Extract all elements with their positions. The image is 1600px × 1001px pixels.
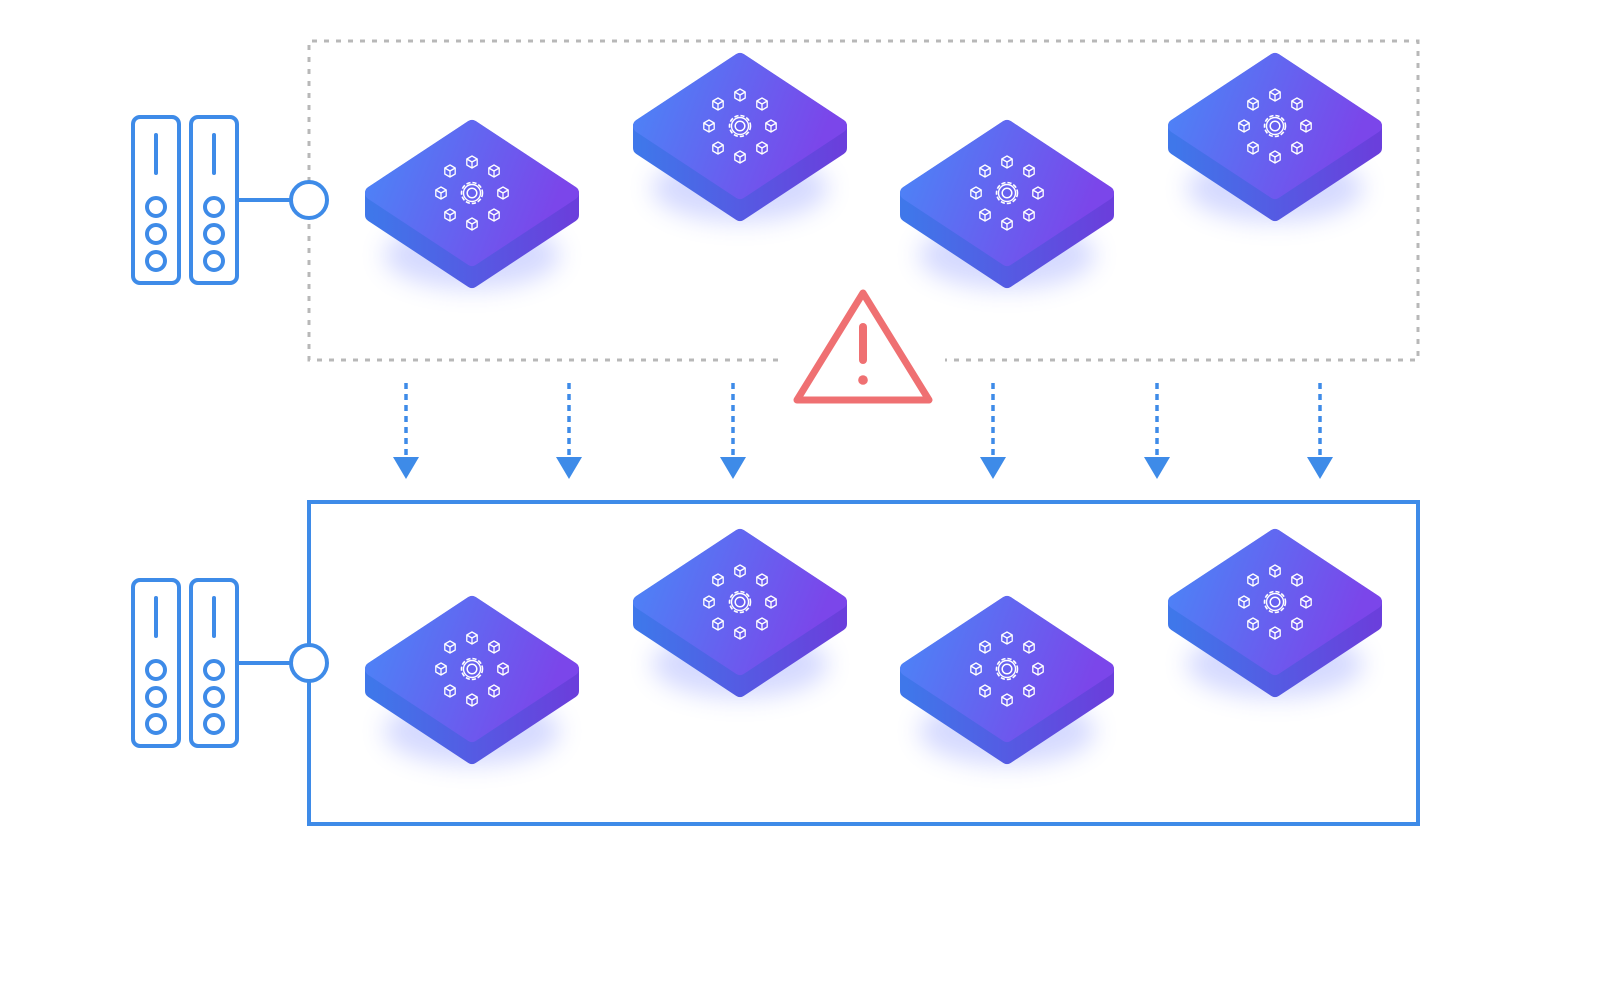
compute-node-icon: [1175, 536, 1375, 698]
degraded-cluster-frame: [307, 39, 1420, 362]
compute-node-icon: [640, 536, 840, 698]
compute-node-icon: [907, 127, 1107, 289]
arrow-down-icon: [978, 381, 1008, 481]
server-rack-icon: [131, 578, 329, 748]
arrow-down-icon: [554, 381, 584, 481]
compute-node-icon: [372, 127, 572, 289]
compute-node-icon: [640, 60, 840, 222]
compute-node-icon: [372, 603, 572, 765]
arrow-down-icon: [1142, 381, 1172, 481]
arrow-down-icon: [718, 381, 748, 481]
warning-triangle-icon: [793, 289, 933, 404]
compute-node-icon: [907, 603, 1107, 765]
compute-node-icon: [1175, 60, 1375, 222]
arrow-down-icon: [391, 381, 421, 481]
server-rack-icon: [131, 115, 329, 285]
arrow-down-icon: [1305, 381, 1335, 481]
